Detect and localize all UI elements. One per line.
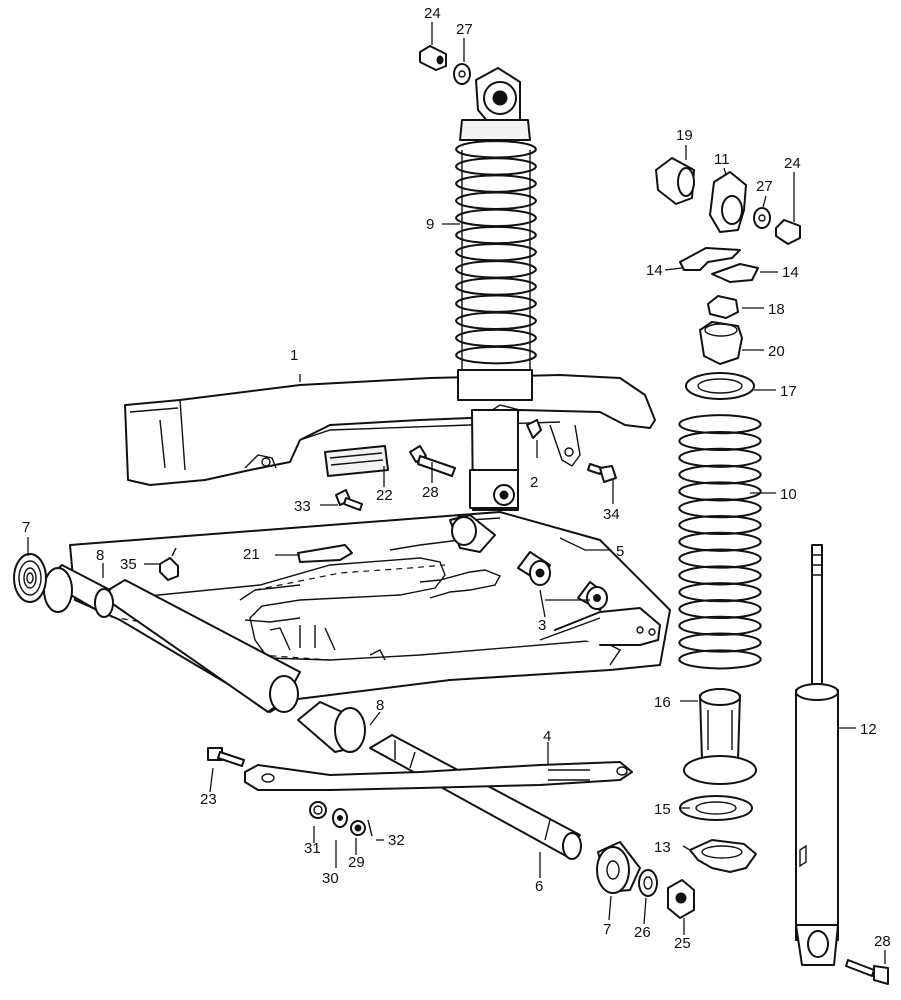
callout-7a: 7 (22, 519, 30, 536)
bushing-right (297, 701, 366, 753)
misc-fasteners (159, 419, 617, 581)
callout-2: 2 (530, 474, 538, 491)
callouts: 24 27 9 1 2 22 28 33 34 7 8 35 21 5 3 8 … (22, 5, 891, 952)
chain-adjuster-stay (244, 761, 633, 791)
callout-11: 11 (714, 151, 730, 168)
callout-27a: 27 (456, 21, 473, 38)
bushings (517, 551, 608, 611)
dust-seal-left (13, 553, 47, 603)
callout-26: 26 (634, 924, 651, 941)
callout-21: 21 (243, 546, 260, 563)
callout-16: 16 (654, 694, 671, 711)
callout-19: 19 (676, 127, 693, 144)
callout-31: 31 (304, 840, 321, 857)
callout-22: 22 (376, 487, 393, 504)
callout-35: 35 (120, 556, 137, 573)
callout-8a: 8 (96, 547, 104, 564)
callout-30: 30 (322, 870, 339, 887)
callout-13: 13 (654, 839, 671, 856)
callout-8b: 8 (376, 697, 384, 714)
callout-24a: 24 (424, 5, 441, 22)
callout-33: 33 (294, 498, 311, 515)
callout-28b: 28 (874, 933, 891, 950)
callout-5: 5 (616, 543, 624, 560)
callout-12: 12 (860, 721, 877, 738)
caution-label (297, 544, 353, 563)
callout-34: 34 (603, 506, 620, 523)
callout-6: 6 (535, 878, 543, 895)
pivot-tube-left (43, 564, 301, 713)
bolt-23 (207, 747, 245, 767)
shock-left-top-hardware (419, 45, 471, 85)
axle-hardware-right (596, 841, 695, 919)
leader-lines (27, 22, 886, 964)
callout-10: 10 (780, 486, 797, 503)
chain-case (124, 374, 656, 486)
callout-28a: 28 (422, 484, 439, 501)
callout-24b: 24 (784, 155, 801, 172)
small-hardware (309, 801, 373, 837)
callout-29: 29 (348, 854, 365, 871)
callout-17: 17 (780, 383, 797, 400)
callout-20: 20 (768, 343, 785, 360)
callout-18: 18 (768, 301, 785, 318)
callout-14a: 14 (646, 262, 663, 279)
callout-4: 4 (543, 728, 551, 745)
callout-25: 25 (674, 935, 691, 952)
callout-7b: 7 (603, 921, 611, 938)
pivot-shaft (369, 734, 582, 860)
callout-14b: 14 (782, 264, 799, 281)
callout-15: 15 (654, 801, 671, 818)
callout-27b: 27 (756, 178, 773, 195)
callout-32: 32 (388, 832, 405, 849)
callout-23: 23 (200, 791, 217, 808)
shock-right-exploded (655, 157, 889, 985)
callout-3: 3 (538, 617, 546, 634)
callout-9: 9 (426, 216, 434, 233)
shock-absorber-left (455, 67, 537, 511)
callout-1: 1 (290, 347, 298, 364)
